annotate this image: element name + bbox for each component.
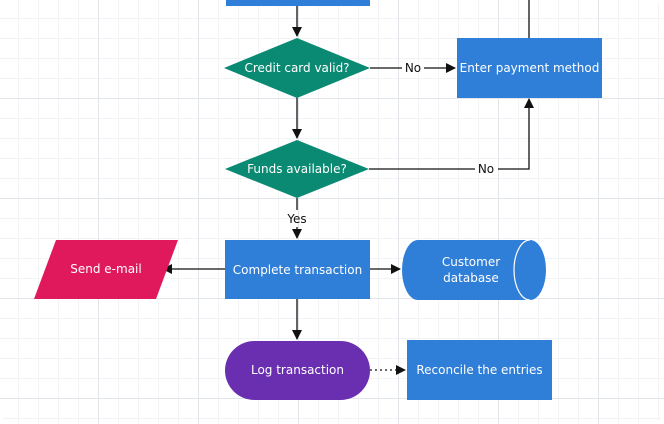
database-customer-label-line2: database: [443, 271, 499, 285]
edge-funds-no-right: [498, 98, 534, 170]
process-reconcile-entries-label: Reconcile the entries: [416, 363, 542, 377]
process-complete-transaction[interactable]: Complete transaction: [225, 240, 370, 299]
edge-label-funds-no: No: [478, 162, 494, 176]
process-enter-payment-method-label: Enter payment method: [460, 61, 600, 75]
edge-label-funds-yes: Yes: [286, 212, 306, 226]
decision-funds-available[interactable]: Funds available?: [225, 140, 369, 198]
process-reconcile-entries[interactable]: Reconcile the entries: [407, 340, 552, 400]
database-customer-label-line1: Customer: [442, 255, 500, 269]
decision-credit-card-valid-label: Credit card valid?: [244, 61, 349, 75]
edge-label-credit-no: No: [405, 61, 421, 75]
process-enter-payment-method[interactable]: Enter payment method: [457, 38, 602, 98]
io-send-email[interactable]: Send e-mail: [34, 240, 178, 299]
edges: [162, 0, 534, 375]
terminator-log-transaction[interactable]: Log transaction: [225, 341, 370, 400]
top-process-box: [226, 0, 370, 6]
terminator-log-transaction-label: Log transaction: [251, 363, 344, 377]
process-complete-transaction-label: Complete transaction: [233, 263, 362, 277]
decision-credit-card-valid[interactable]: Credit card valid?: [224, 38, 370, 98]
io-send-email-label: Send e-mail: [70, 262, 141, 276]
database-customer[interactable]: Customer database: [402, 239, 546, 301]
decision-funds-available-label: Funds available?: [247, 162, 347, 176]
